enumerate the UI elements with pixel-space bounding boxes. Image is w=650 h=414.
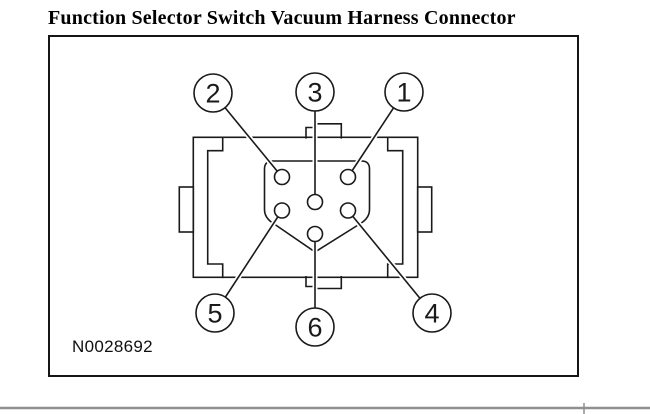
callout-6-number: 6	[307, 313, 322, 343]
connector-right-side-tab	[416, 186, 433, 233]
callout-3-circle	[295, 72, 335, 112]
callout-4-number: 4	[424, 299, 439, 329]
leader-line	[214, 210, 283, 314]
pin-2-circle	[273, 168, 291, 186]
callout-5-number: 5	[207, 299, 222, 329]
page-title: Function Selector Switch Vacuum Harness …	[48, 7, 516, 29]
connector-top-latch-tab	[305, 123, 343, 139]
connector-left-side-tab	[178, 186, 195, 233]
callout-1-number: 1	[396, 78, 411, 108]
pin-circles	[273, 168, 357, 243]
connector-bottom-latch-tab	[305, 276, 343, 290]
figure-code-label: N0028692	[72, 337, 153, 356]
leader-line	[347, 209, 433, 314]
callout-4-circle	[412, 293, 452, 333]
callout-3-number: 3	[307, 78, 322, 108]
connector-body	[178, 123, 433, 290]
pin-6-circle	[306, 225, 324, 243]
pin-4-circle	[339, 202, 357, 219]
callout-5-circle	[195, 293, 235, 333]
callout-1-circle	[384, 72, 424, 112]
callout-2-circle	[193, 73, 233, 113]
pin-5-circle	[273, 202, 291, 219]
connector-inner-wall-right	[386, 136, 404, 279]
connector-inner-wall-left	[206, 136, 224, 279]
callout-6-circle	[295, 307, 335, 347]
leader-lines	[211, 90, 434, 327]
pin-1-circle	[339, 168, 357, 186]
callout-circles: 1 2 3 4 5 6	[193, 72, 452, 347]
callout-2-number: 2	[205, 79, 220, 109]
pin-3-circle	[306, 193, 324, 211]
